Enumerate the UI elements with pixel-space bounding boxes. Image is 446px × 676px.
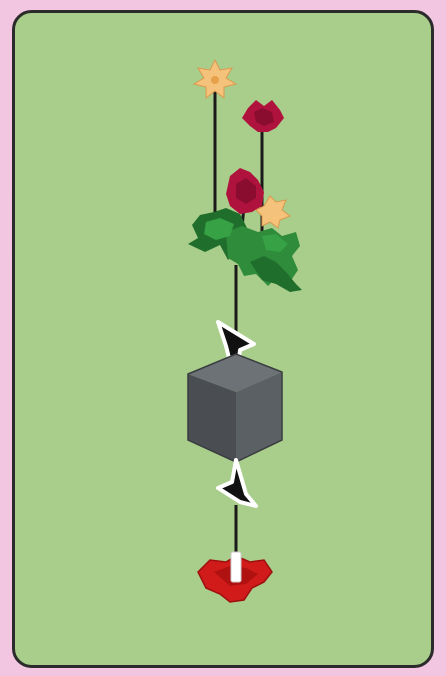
- flower-bouquet[interactable]: [188, 58, 302, 292]
- peach-flower-small: [255, 195, 292, 229]
- up-arrow[interactable]: [216, 458, 258, 508]
- red-flower-base[interactable]: [197, 551, 273, 603]
- peach-flower-top: [192, 58, 238, 100]
- gray-cube-box[interactable]: [187, 353, 283, 463]
- leaf-cluster: [188, 208, 302, 292]
- magenta-flower-upper: [242, 100, 284, 132]
- magenta-flower-middle: [226, 168, 264, 214]
